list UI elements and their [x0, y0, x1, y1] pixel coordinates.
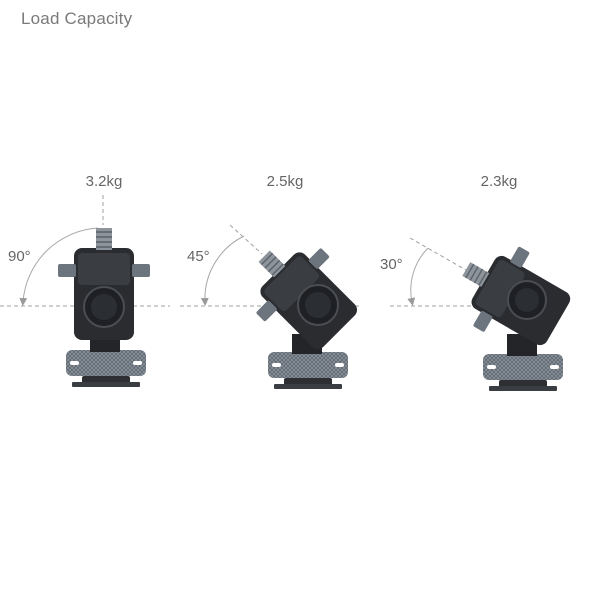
clamp-knob	[66, 350, 146, 376]
angle-label-30: 30°	[380, 256, 403, 273]
angle-label-45: 45°	[187, 248, 210, 265]
weight-label-45: 2.5kg	[266, 173, 304, 190]
clamp-knob	[268, 352, 348, 378]
angle-guide	[409, 237, 467, 271]
weight-label-30: 2.3kg	[480, 173, 518, 190]
mounting-screw	[462, 262, 490, 287]
mount-30	[390, 237, 571, 391]
angle-arc	[200, 235, 245, 306]
angle-arc	[407, 247, 429, 306]
mounting-screw	[96, 228, 112, 250]
mount-45	[180, 224, 360, 389]
mount-90	[0, 195, 170, 387]
mounting-screw	[258, 250, 286, 278]
clamp-knob	[483, 354, 563, 380]
angle-guide	[229, 224, 263, 255]
angle-label-90: 90°	[8, 248, 31, 265]
page-title: Load Capacity	[21, 9, 133, 28]
weight-label-90: 3.2kg	[85, 173, 123, 190]
angle-arc	[19, 227, 99, 306]
